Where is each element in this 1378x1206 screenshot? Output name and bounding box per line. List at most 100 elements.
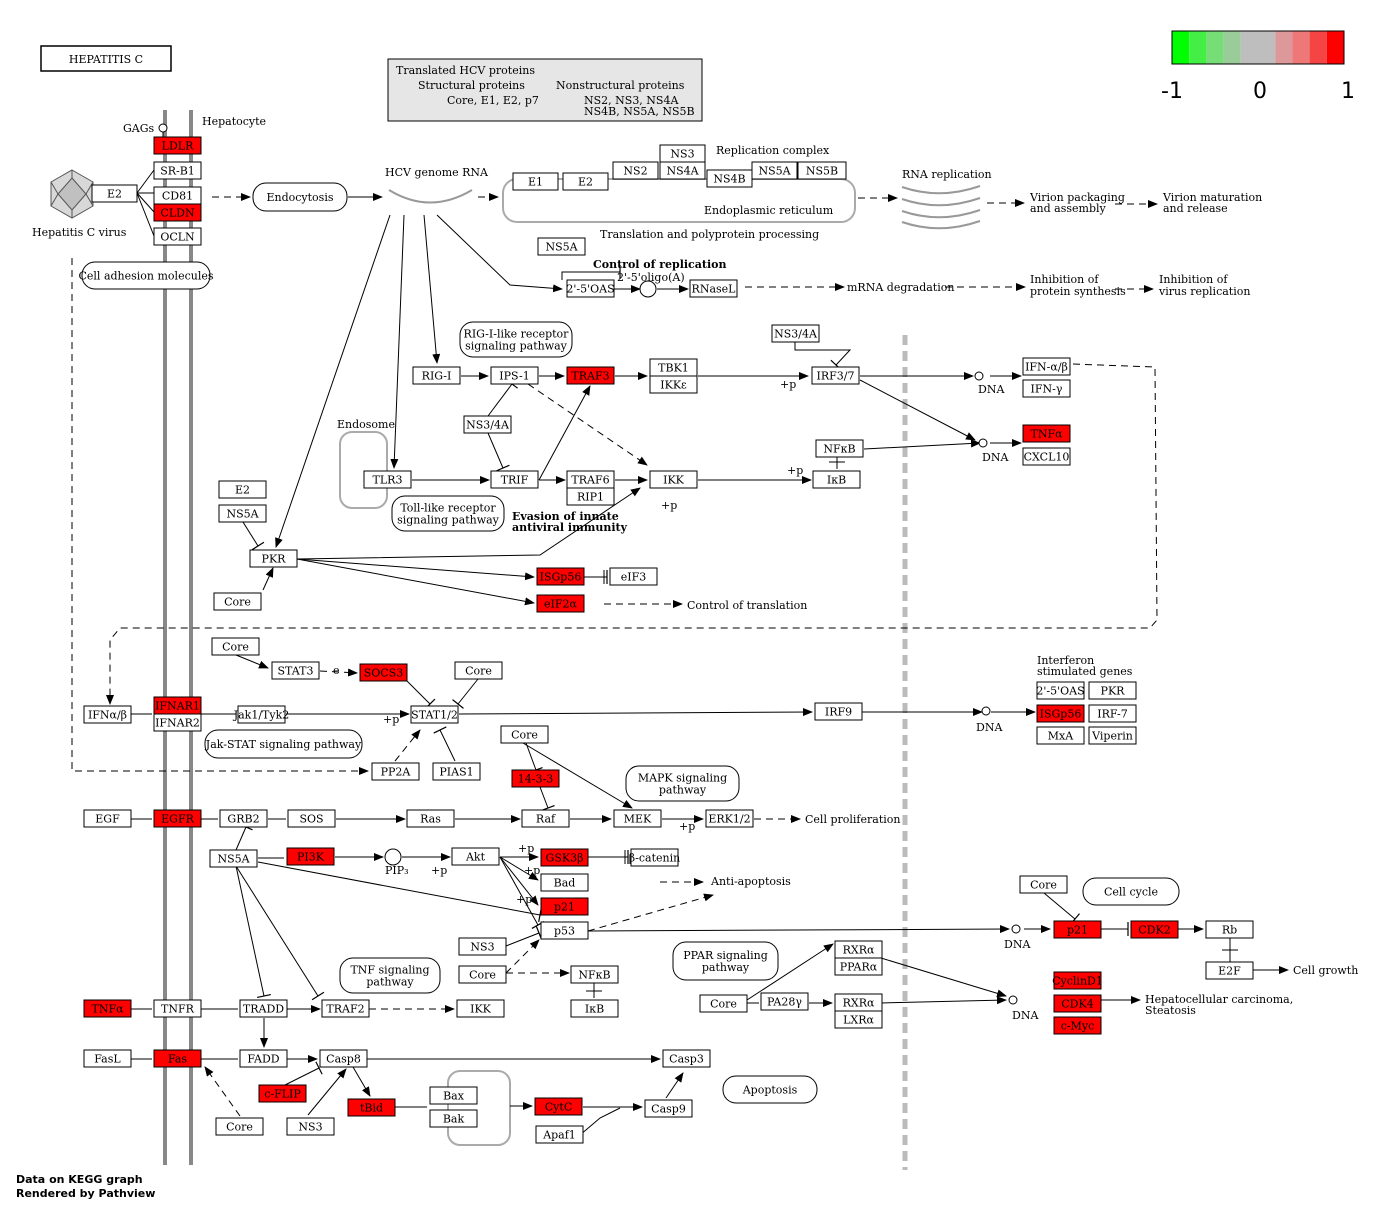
node-ns34a-b[interactable]: NS3/4A	[463, 415, 512, 434]
node-pkr-b[interactable]: PKR	[1088, 681, 1137, 700]
node-p21b[interactable]: p21	[1053, 920, 1102, 939]
node-rb[interactable]: Rb	[1205, 920, 1254, 939]
node-bcat[interactable]: β-catenin	[629, 848, 680, 867]
node-pias1[interactable]: PIAS1	[432, 762, 481, 781]
node-egf[interactable]: EGF	[83, 809, 132, 828]
node-casp8[interactable]: Casp8	[319, 1049, 368, 1068]
node-jak1[interactable]: Jak1/Tyk2	[233, 705, 290, 724]
node-isg15-a[interactable]: ISGp56	[536, 567, 585, 586]
node-ns3b[interactable]: NS3	[458, 937, 507, 956]
node-casp9[interactable]: Casp9	[644, 1099, 693, 1118]
node-eif2a[interactable]: eIF2α	[536, 594, 585, 613]
node-fas[interactable]: Fas	[153, 1049, 202, 1068]
pathway-endocytosis[interactable]: Endocytosis	[252, 182, 348, 212]
node-core-g[interactable]: Core	[699, 994, 748, 1013]
node-core-c[interactable]: Core	[454, 661, 503, 680]
node-ikk-b[interactable]: IKK	[456, 999, 505, 1018]
node-trif[interactable]: TRIF	[490, 470, 539, 489]
pathway-cell-adhesion[interactable]: Cell adhesion molecules	[78, 261, 214, 290]
node-cytc[interactable]: CytC	[534, 1097, 583, 1116]
node-nfkb-b[interactable]: NFκB	[570, 965, 619, 984]
node-cldn[interactable]: CLDN	[153, 203, 202, 222]
node-ips1[interactable]: IPS-1	[490, 366, 539, 385]
node-pa28[interactable]: PA28γ	[760, 992, 809, 1011]
node-cdk4[interactable]: CDK4	[1053, 994, 1102, 1013]
node-rigi[interactable]: RIG-I	[412, 366, 461, 385]
node-e2c[interactable]: E2	[218, 480, 267, 499]
node-traf3[interactable]: TRAF3	[566, 366, 615, 385]
node-eif3[interactable]: eIF3	[609, 567, 658, 586]
node-irf9[interactable]: IRF9	[814, 702, 863, 721]
node-tbid[interactable]: tBid	[347, 1098, 396, 1117]
node-cxcl10[interactable]: CXCL10	[1022, 447, 1071, 466]
node-ikb-b[interactable]: IκB	[570, 999, 619, 1018]
node-p53[interactable]: p53	[540, 921, 589, 940]
node-cycd1[interactable]: CyclinD1	[1052, 971, 1103, 990]
node-ocln[interactable]: OCLN	[153, 227, 202, 246]
node-mek[interactable]: MEK	[613, 809, 662, 828]
node-cflip[interactable]: c-FLIP	[258, 1084, 307, 1103]
node-raf[interactable]: Raf	[521, 809, 570, 828]
node-traf6[interactable]: TRAF6	[566, 470, 615, 489]
pathway-links[interactable]: Cell adhesion molecules EndocytosisRIG-I-…	[78, 182, 1180, 1104]
node-mxa[interactable]: MxA	[1036, 726, 1085, 745]
node-e2a[interactable]: E2	[91, 184, 138, 203]
node-rxra-b[interactable]: RXRα	[834, 993, 883, 1012]
node-tnfr[interactable]: TNFR	[153, 999, 202, 1018]
node-core-d[interactable]: Core	[500, 725, 549, 744]
node-e2b[interactable]: E2	[562, 172, 609, 191]
node-irf37[interactable]: IRF3/7	[811, 366, 860, 385]
node-fasl[interactable]: FasL	[83, 1049, 132, 1068]
node-ifnab-a[interactable]: IFN-α/β	[1022, 357, 1071, 376]
node-core-f[interactable]: Core	[1019, 875, 1068, 894]
node-gsk3b[interactable]: GSK3β	[540, 848, 589, 867]
node-ns34a-a[interactable]: NS3/4A	[771, 324, 820, 343]
node-p21a[interactable]: p21	[540, 897, 589, 916]
node-ifnab-b[interactable]: IFNα/β	[83, 705, 132, 724]
node-bad[interactable]: Bad	[540, 873, 589, 892]
node-srb1[interactable]: SR-B1	[153, 161, 202, 180]
node-ns5b[interactable]: NS5B	[797, 161, 847, 180]
node-e1[interactable]: E1	[512, 172, 559, 191]
node-lxra[interactable]: LXRα	[834, 1010, 883, 1029]
node-grb2[interactable]: GRB2	[219, 809, 268, 828]
node-ns4b[interactable]: NS4B	[706, 169, 753, 188]
node-casp3[interactable]: Casp3	[662, 1049, 711, 1068]
node-core-a[interactable]: Core	[213, 592, 262, 611]
node-tnfa-a[interactable]: TNFα	[1022, 424, 1071, 443]
node-ns4a[interactable]: NS4A	[659, 161, 706, 180]
node-ns3c[interactable]: NS3	[286, 1117, 335, 1136]
node-ns5a-a[interactable]: NS5A	[751, 161, 798, 180]
node-s1433[interactable]: 14-3-3	[511, 769, 560, 788]
pathway-apoptosis[interactable]: Apoptosis	[722, 1075, 818, 1104]
node-stat3[interactable]: STAT3	[271, 661, 320, 680]
node-fadd[interactable]: FADD	[239, 1049, 288, 1068]
node-ns5a-c[interactable]: NS5A	[218, 504, 267, 523]
node-traf2[interactable]: TRAF2	[321, 999, 370, 1018]
node-oas-b[interactable]: 2'-5'OAS	[1036, 681, 1085, 700]
node-isg15-b[interactable]: ISGp56	[1036, 704, 1085, 723]
node-tnfa-b[interactable]: TNFα	[83, 999, 132, 1018]
node-erk[interactable]: ERK1/2	[705, 809, 754, 828]
node-cd81[interactable]: CD81	[153, 186, 202, 205]
pathway-cellcycle[interactable]: Cell cycle	[1082, 877, 1180, 906]
node-egfr[interactable]: EGFR	[153, 809, 202, 828]
node-socs3[interactable]: SOCS3	[359, 663, 408, 682]
node-bak[interactable]: Bak	[429, 1109, 478, 1128]
node-ifnar1[interactable]: IFNAR1	[153, 696, 202, 715]
node-akt[interactable]: Akt	[451, 847, 500, 866]
node-stat12[interactable]: STAT1/2	[410, 705, 459, 724]
node-cmyc[interactable]: c-Myc	[1053, 1016, 1102, 1035]
node-irf7[interactable]: IRF-7	[1088, 704, 1137, 723]
node-viperin[interactable]: Viperin	[1088, 726, 1137, 745]
node-pkr[interactable]: PKR	[249, 549, 298, 568]
node-nfkb-a[interactable]: NFκB	[815, 439, 864, 458]
node-ikb-a[interactable]: IκB	[812, 470, 861, 489]
node-core-b[interactable]: Core	[211, 637, 260, 656]
